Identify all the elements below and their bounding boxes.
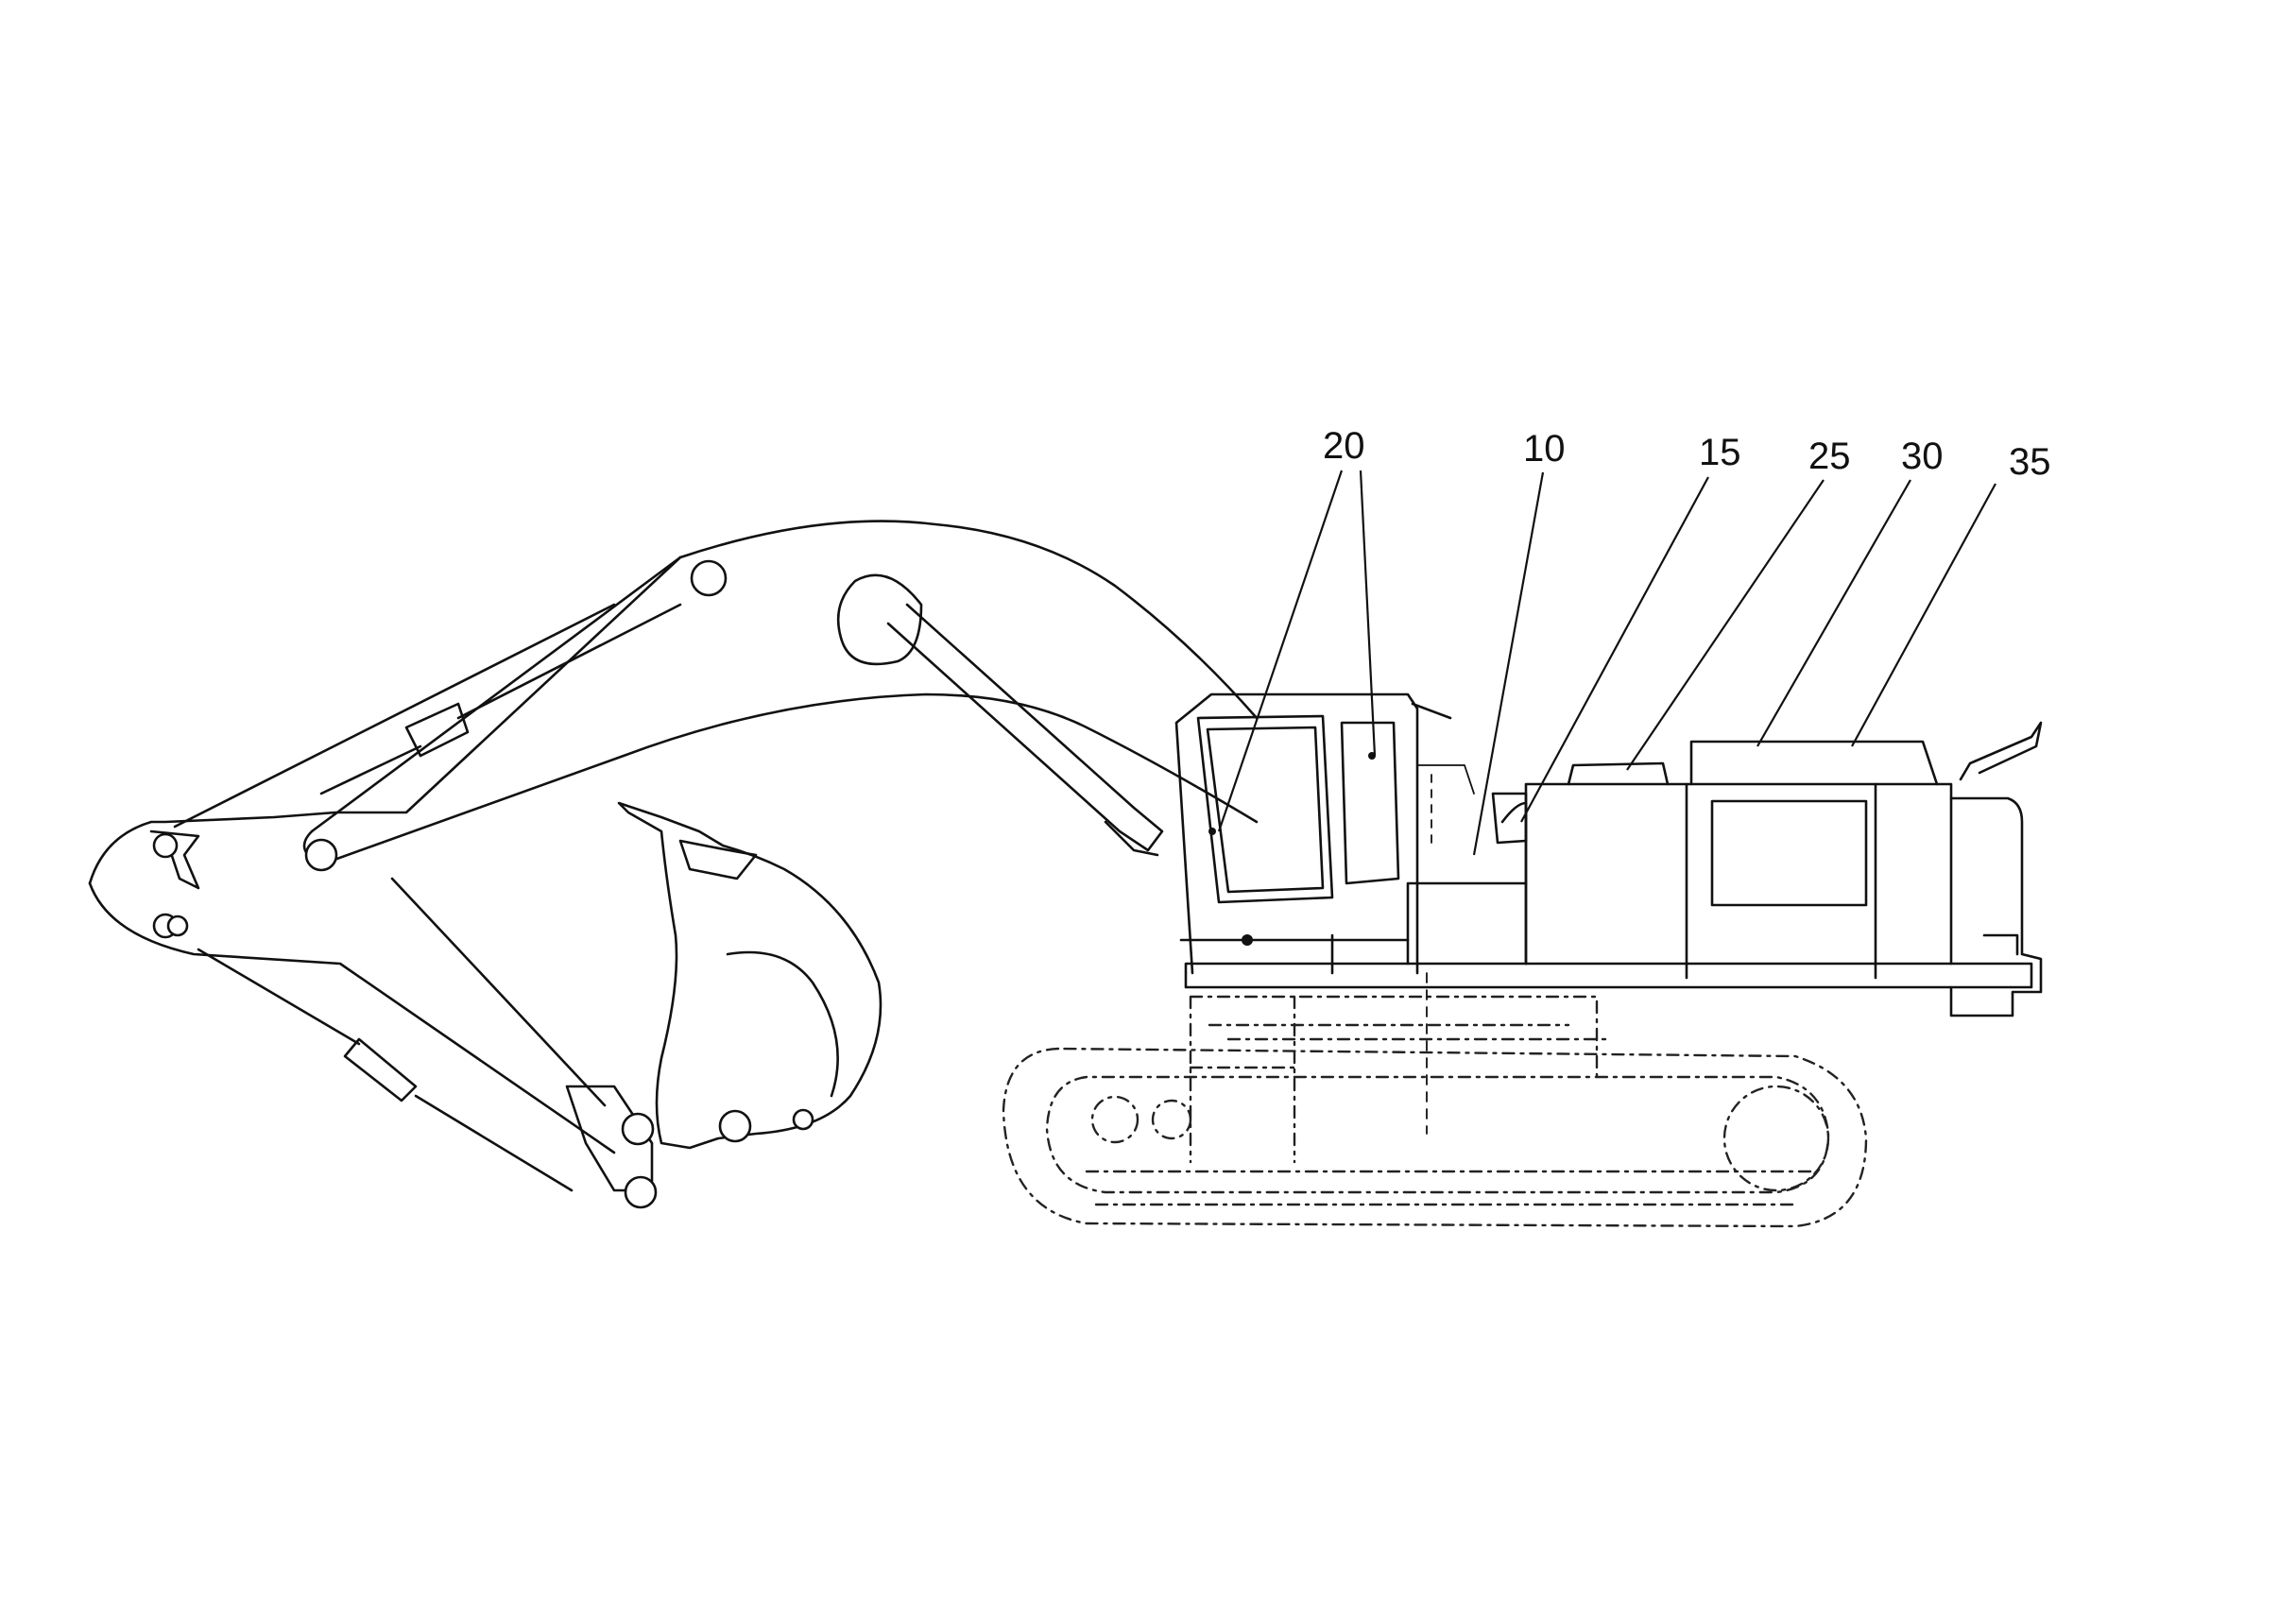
bucket [617, 702, 1452, 1150]
boom-cylinder [886, 603, 1164, 857]
callout-30: 30 [1901, 436, 1944, 477]
boom [302, 520, 1259, 872]
callout-leaders [1217, 470, 1996, 856]
crawler-track [1002, 972, 1868, 1228]
callout-25: 25 [1808, 436, 1851, 477]
callouts: 20 10 15 25 30 35 [1323, 425, 2051, 483]
bucket-cylinder [197, 877, 658, 1209]
upper-structure [1184, 721, 2043, 1017]
arm-cylinder [319, 603, 682, 795]
arm [88, 556, 682, 1154]
callout-35: 35 [2009, 441, 2051, 483]
callout-20: 20 [1323, 425, 1365, 467]
callout-15: 15 [1699, 432, 1741, 473]
operator-cab [1174, 692, 1475, 975]
callout-10: 10 [1523, 428, 1566, 470]
